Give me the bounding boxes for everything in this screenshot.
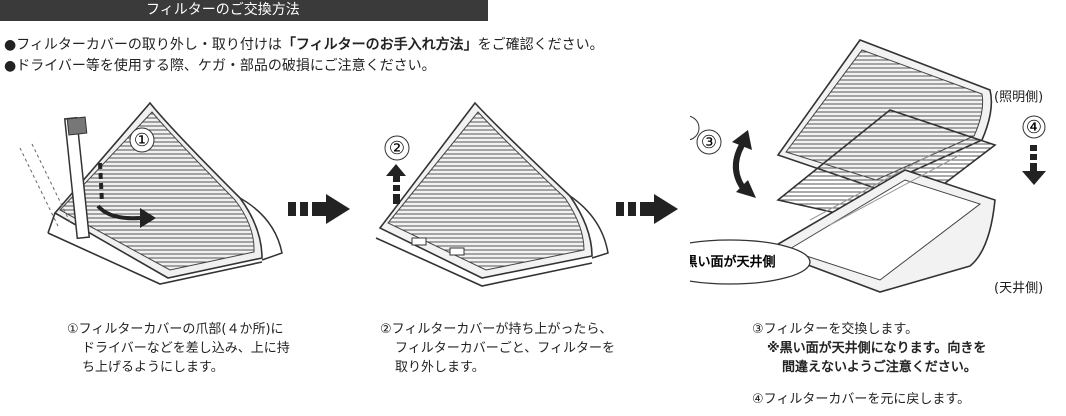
figure-step4-marker: ④	[1022, 115, 1046, 185]
caption-step1: ①フィルターカバーの爪部(４か所)に ドライバーなどを差し込み、上に持 ち上げる…	[67, 320, 290, 377]
caption1-line3: ち上げるようにします。	[82, 360, 224, 375]
caption4-line1: ④フィルターカバーを元に戻します。	[752, 392, 971, 407]
caption-step2: ②フィルターカバーが持ち上がったら、 フィルターカバーごと、フィルターを 取り外…	[380, 320, 615, 377]
step3-number: ③	[701, 132, 717, 153]
figure-step2: ②	[375, 101, 609, 287]
note-cover-removal: ●フィルターカバーの取り外し・取り付けは「フィルターのお手入れ方法」をご確認くだ…	[4, 36, 604, 54]
caption1-line1: ①フィルターカバーの爪部(４か所)に	[67, 322, 284, 337]
note1-text-end: をご確認ください。	[477, 37, 604, 53]
arrow-2	[616, 194, 678, 224]
ceiling-side-label: (天井側)	[994, 281, 1044, 296]
note1-text: ●フィルターカバーの取り外し・取り付けは	[4, 37, 282, 53]
caption1-line2: ドライバーなどを差し込み、上に持	[82, 341, 290, 356]
step4-number: ④	[1026, 117, 1042, 138]
caption3-line2: ※黒い面が天井側になります。向きを	[767, 341, 987, 356]
caption-step3: ③フィルターを交換します。 ※黒い面が天井側になります。向きを 間違えないようご…	[752, 320, 986, 377]
black-side-bubble-text: 黒い面が天井側	[690, 254, 776, 270]
caption3-line3: 間違えないようご注意ください。	[782, 360, 977, 375]
section-title-bar: フィルターのご交換方法	[0, 0, 488, 21]
caption2-line3: 取り外します。	[395, 360, 485, 375]
caption2-line1: ②フィルターカバーが持ち上がったら、	[380, 322, 613, 337]
figure-step3-4: ③ 黒い面が天井側	[690, 39, 997, 293]
caption2-line2: フィルターカバーごと、フィルターを	[395, 341, 615, 356]
step2-number: ②	[389, 138, 405, 159]
step1-number: ①	[134, 130, 150, 151]
arrow-1	[288, 194, 350, 224]
caption-step4: ④フィルターカバーを元に戻します。	[752, 390, 970, 409]
note1-link-text: 「フィルターのお手入れ方法」	[281, 37, 478, 53]
section-title: フィルターのご交換方法	[146, 2, 300, 18]
note-caution: ●ドライバー等を使用する際、ケガ・部品の破損にご注意ください。	[4, 58, 436, 74]
light-side-label: (照明側)	[994, 90, 1044, 105]
figure-step1: ①	[19, 101, 283, 285]
caption3-line1: ③フィルターを交換します。	[752, 322, 919, 337]
